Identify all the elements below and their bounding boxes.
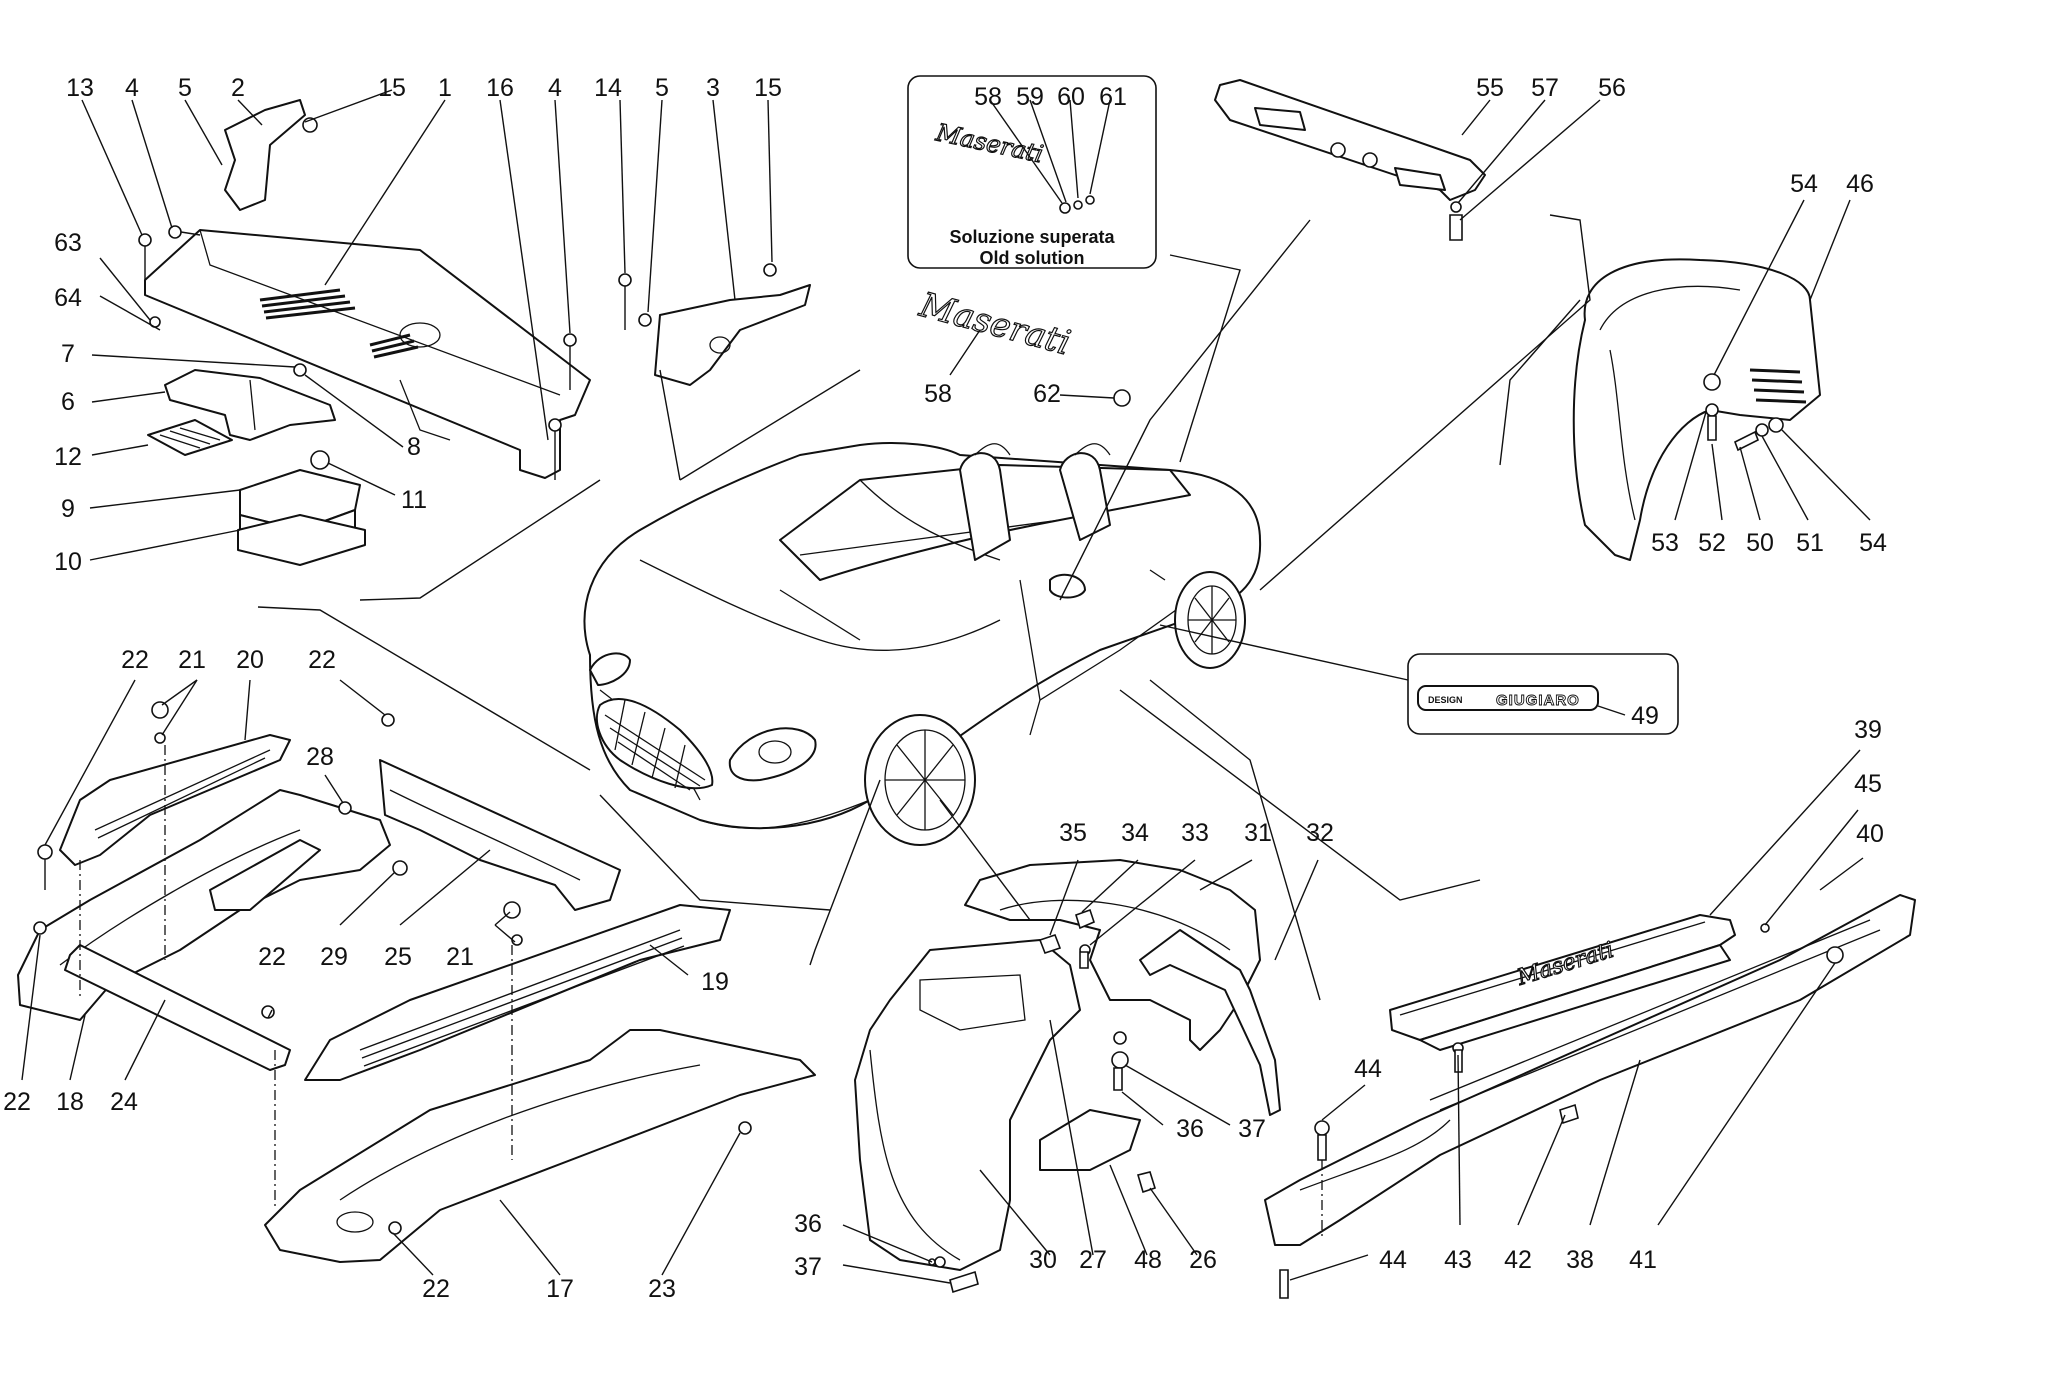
cowl-fasteners xyxy=(138,117,777,480)
callout-55: 55 xyxy=(1476,74,1504,102)
callout-28: 28 xyxy=(306,743,334,771)
callout-15: 15 xyxy=(754,74,782,102)
callout-62: 62 xyxy=(1033,380,1061,408)
callout-48: 48 xyxy=(1134,1246,1162,1274)
callout-54: 54 xyxy=(1859,529,1887,557)
old-solution-label-it: Soluzione superata xyxy=(949,227,1115,247)
callout-54: 54 xyxy=(1790,170,1818,198)
callout-5: 5 xyxy=(178,74,192,102)
callout-3: 3 xyxy=(706,74,720,102)
callout-63: 63 xyxy=(54,229,82,257)
callout-16: 16 xyxy=(486,74,514,102)
callout-22: 22 xyxy=(3,1088,31,1116)
callout-40: 40 xyxy=(1856,820,1884,848)
callout-4: 4 xyxy=(548,74,562,102)
callout-19: 19 xyxy=(701,968,729,996)
callout-30: 30 xyxy=(1029,1246,1057,1274)
callout-45: 45 xyxy=(1854,770,1882,798)
badge-brand-word: GIUGIARO xyxy=(1496,692,1580,709)
rear-wheel-arch-liner xyxy=(1572,199,1871,561)
cowl-vent-slots xyxy=(259,288,419,359)
callout-61: 61 xyxy=(1099,83,1127,111)
callout-57: 57 xyxy=(1531,74,1559,102)
reference-lines xyxy=(257,214,1591,1001)
callout-2: 2 xyxy=(231,74,245,102)
old-maserati-script: Maserati xyxy=(933,118,1046,168)
callout-6: 6 xyxy=(61,388,75,416)
cowl-leaders xyxy=(81,89,773,561)
callout-27: 27 xyxy=(1079,1246,1107,1274)
callout-11: 11 xyxy=(401,486,427,514)
callout-29: 29 xyxy=(320,943,348,971)
callout-49: 49 xyxy=(1631,702,1659,730)
front-underbody-group xyxy=(17,701,816,1263)
callout-5: 5 xyxy=(655,74,669,102)
callout-13: 13 xyxy=(66,74,94,102)
cowl-panel-group xyxy=(138,99,811,566)
front-wheel-arch-liner xyxy=(842,859,1319,1294)
callout-44: 44 xyxy=(1354,1055,1382,1083)
callout-17: 17 xyxy=(546,1275,574,1303)
callout-46: 46 xyxy=(1846,170,1874,198)
callout-51: 51 xyxy=(1796,529,1824,557)
maserati-script: Maserati xyxy=(915,285,1075,364)
callout-18: 18 xyxy=(56,1088,84,1116)
callout-31: 31 xyxy=(1244,819,1272,847)
callout-36: 36 xyxy=(1176,1115,1204,1143)
sill-rocker-group: Maserati xyxy=(1264,749,1916,1299)
callout-14: 14 xyxy=(594,74,622,102)
callout-22: 22 xyxy=(422,1275,450,1303)
callout-39: 39 xyxy=(1854,716,1882,744)
callout-37: 37 xyxy=(1238,1115,1266,1143)
callout-1: 1 xyxy=(438,74,452,102)
callout-60: 60 xyxy=(1057,83,1085,111)
liner-vent xyxy=(1749,368,1807,404)
underbody-leaders xyxy=(21,679,741,1276)
callout-50: 50 xyxy=(1746,529,1774,557)
callout-7: 7 xyxy=(61,340,75,368)
callout-44: 44 xyxy=(1379,1246,1407,1274)
callout-41: 41 xyxy=(1629,1246,1657,1274)
callout-26: 26 xyxy=(1189,1246,1217,1274)
callout-9: 9 xyxy=(61,495,75,523)
callout-22: 22 xyxy=(308,646,336,674)
callout-20: 20 xyxy=(236,646,264,674)
callout-labels: 13 4 5 2 15 1 16 4 14 5 3 15 63 64 7 6 8… xyxy=(3,74,1887,1303)
callout-21: 21 xyxy=(446,943,474,971)
callout-58: 58 xyxy=(974,83,1002,111)
callout-58: 58 xyxy=(924,380,952,408)
callout-52: 52 xyxy=(1698,529,1726,557)
callout-38: 38 xyxy=(1566,1246,1594,1274)
callout-4: 4 xyxy=(125,74,139,102)
callout-37: 37 xyxy=(794,1253,822,1281)
old-solution-label-en: Old solution xyxy=(980,248,1085,268)
callout-34: 34 xyxy=(1121,819,1149,847)
giugiaro-badge-inset: DESIGN GIUGIARO xyxy=(1159,624,1679,735)
callout-10: 10 xyxy=(54,548,82,576)
callout-24: 24 xyxy=(110,1088,138,1116)
callout-22: 22 xyxy=(121,646,149,674)
callout-15: 15 xyxy=(378,74,406,102)
callout-59: 59 xyxy=(1016,83,1044,111)
rear-trim-panel xyxy=(1214,79,1601,241)
callout-56: 56 xyxy=(1598,74,1626,102)
callout-32: 32 xyxy=(1306,819,1334,847)
callout-53: 53 xyxy=(1651,529,1679,557)
callout-25: 25 xyxy=(384,943,412,971)
callout-23: 23 xyxy=(648,1275,676,1303)
callout-36: 36 xyxy=(794,1210,822,1238)
callout-33: 33 xyxy=(1181,819,1209,847)
callout-8: 8 xyxy=(407,433,421,461)
callout-43: 43 xyxy=(1444,1246,1472,1274)
callout-21: 21 xyxy=(178,646,206,674)
callout-35: 35 xyxy=(1059,819,1087,847)
callout-64: 64 xyxy=(54,284,82,312)
badge-design-word: DESIGN xyxy=(1428,695,1463,705)
callout-12: 12 xyxy=(54,443,82,471)
car-illustration xyxy=(583,442,1262,846)
callout-22: 22 xyxy=(258,943,286,971)
callout-42: 42 xyxy=(1504,1246,1532,1274)
